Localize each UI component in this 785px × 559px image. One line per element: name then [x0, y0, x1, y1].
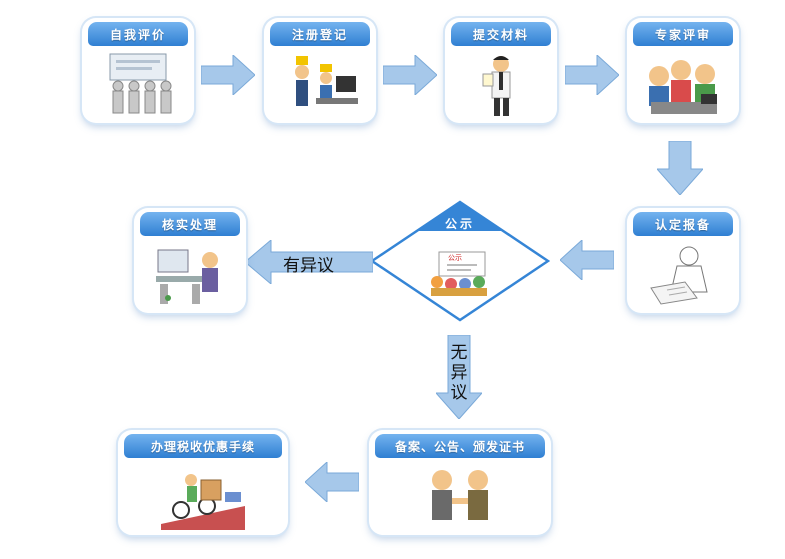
- office-worker-illustration: [156, 249, 218, 304]
- step-submit-materials: 提交材料: [445, 18, 557, 123]
- registration-desk-illustration: [295, 56, 358, 106]
- step-expert-review: 专家评审: [627, 18, 739, 123]
- arrow-left-2: [305, 462, 359, 502]
- arrow-right-1: [201, 55, 255, 95]
- handshake-illustration: [432, 470, 488, 520]
- people-meeting-illustration: [109, 53, 172, 114]
- publicity-illustration: [431, 251, 487, 296]
- publicity-title: 公示: [444, 217, 475, 231]
- arrow-down-no-objection: [436, 335, 482, 419]
- arrow-right-2: [383, 55, 437, 95]
- arrow-down-1: [657, 141, 703, 195]
- step-verify-process: 核实处理: [134, 208, 246, 313]
- step-register: 注册登记: [264, 18, 376, 123]
- arrow-left-1: [560, 240, 614, 280]
- step-filing-certificate: 备案、公告、颁发证书: [369, 430, 551, 535]
- step-title: 办理税收优惠手续: [124, 434, 282, 458]
- step-title: 备案、公告、颁发证书: [375, 434, 545, 458]
- step-tax-benefit: 办理税收优惠手续: [118, 430, 288, 535]
- person-writing-illustration: [650, 246, 708, 305]
- publicity-board-text: 公示: [448, 254, 462, 262]
- step-confirm-report: 认定报备: [627, 208, 739, 313]
- no-objection-label: 无 异 议: [450, 343, 468, 403]
- step-title: 提交材料: [451, 22, 551, 46]
- step-self-evaluation: 自我评价: [82, 18, 194, 123]
- step-title: 注册登记: [270, 22, 370, 46]
- cyclist-illustration: [161, 474, 245, 530]
- person-with-document-illustration: [482, 56, 511, 116]
- objection-label: 有异议: [283, 256, 334, 276]
- arrow-left-objection: [245, 240, 373, 284]
- arrow-right-3: [565, 55, 619, 95]
- expert-panel-illustration: [649, 60, 717, 114]
- step-title: 专家评审: [633, 22, 733, 46]
- step-title: 认定报备: [633, 212, 733, 236]
- step-title: 核实处理: [140, 212, 240, 236]
- step-title: 自我评价: [88, 22, 188, 46]
